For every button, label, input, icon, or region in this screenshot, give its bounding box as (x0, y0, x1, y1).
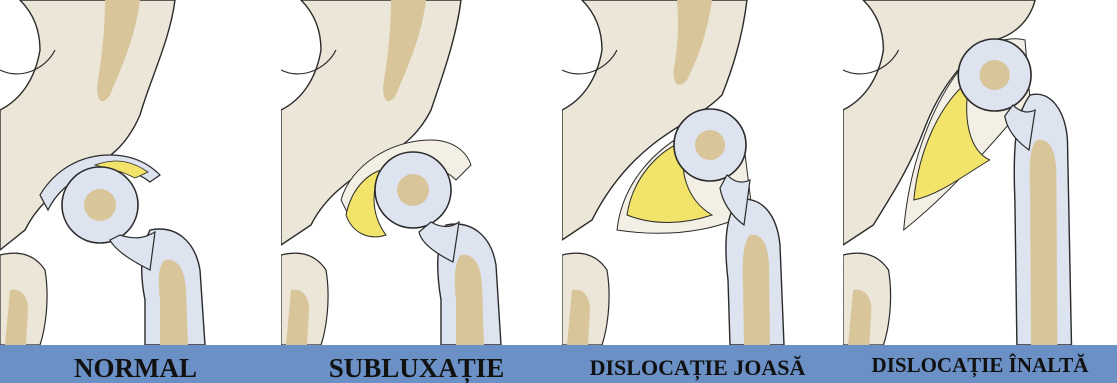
hip-illustration-normal (0, 0, 271, 345)
label-dislocatie-joasa: DISLOCAȚIE JOASĂ (562, 345, 833, 383)
hip-illustration-subluxatie (281, 0, 552, 345)
panel-dislocatie-joasa (562, 0, 833, 345)
label-normal: NORMAL (0, 345, 271, 383)
panel-dislocatie-inalta (843, 0, 1117, 345)
panel-gap (833, 0, 843, 345)
panel-subluxatie (281, 0, 552, 345)
hip-illustration-dislocatie-joasa (562, 0, 833, 345)
label-subluxatie: SUBLUXAȚIE (281, 345, 552, 383)
label-dislocatie-inalta: DISLOCAȚIE ÎNALTĂ (843, 345, 1117, 383)
panel-normal (0, 0, 271, 345)
hip-illustration-dislocatie-inalta (843, 0, 1117, 345)
panel-gap (271, 0, 281, 345)
panel-gap (552, 0, 562, 345)
